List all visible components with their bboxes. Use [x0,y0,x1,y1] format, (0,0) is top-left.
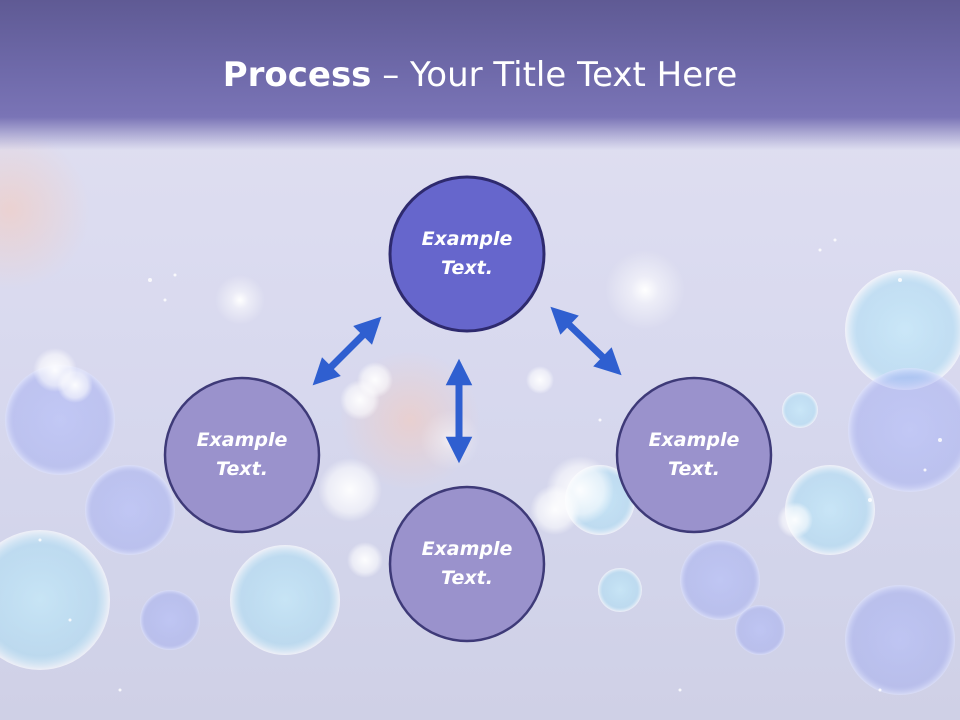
title-rest: – Your Title Text Here [371,55,738,95]
node-top-label: Example Text. [392,225,542,283]
title-bold: Process [222,55,372,95]
node-bottom-line2: Text. [441,567,493,589]
node-left-circle [163,376,321,534]
node-right-line2: Text. [668,458,720,480]
node-bottom-circle [388,485,546,643]
node-top-circle [388,175,546,333]
node-bottom-label: Example Text. [392,535,542,593]
node-bottom-line1: Example [421,538,513,560]
node-left-line2: Text. [216,458,268,480]
node-left-label: Example Text. [167,426,317,484]
arrow-top-right [550,306,622,376]
node-left-line1: Example [196,429,288,451]
node-top-line2: Text. [441,257,493,279]
slide-title: Process – Your Title Text Here [0,52,960,98]
node-right-circle [615,376,773,534]
node-top-line1: Example [421,228,513,250]
title-bar [0,0,960,150]
node-right-line1: Example [648,429,740,451]
arrow-top-left [312,316,382,386]
node-right-label: Example Text. [619,426,769,484]
